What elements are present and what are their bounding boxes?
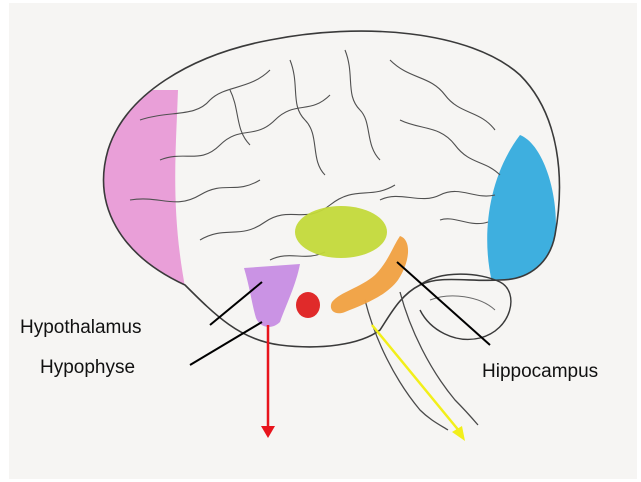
hypophyse-label: Hypophyse bbox=[40, 358, 135, 377]
occipital-blue-region bbox=[487, 135, 556, 282]
red-arrow-head bbox=[261, 426, 275, 438]
hypothalamus-label: Hypothalamus bbox=[20, 318, 141, 337]
hypothalamus-purple-region bbox=[244, 264, 300, 327]
frontal-pink-region bbox=[100, 90, 186, 292]
thalamus-green-region bbox=[295, 206, 387, 258]
amygdala-red-region bbox=[296, 292, 320, 318]
hippocampus-label: Hippocampus bbox=[482, 362, 598, 381]
yellow-arrow-head bbox=[452, 426, 465, 441]
cerebellum-inner-line bbox=[430, 296, 495, 310]
cerebellum-outline bbox=[420, 274, 511, 339]
yellow-arrow-shaft bbox=[372, 325, 460, 432]
hypophyse-leader-line bbox=[190, 322, 262, 365]
